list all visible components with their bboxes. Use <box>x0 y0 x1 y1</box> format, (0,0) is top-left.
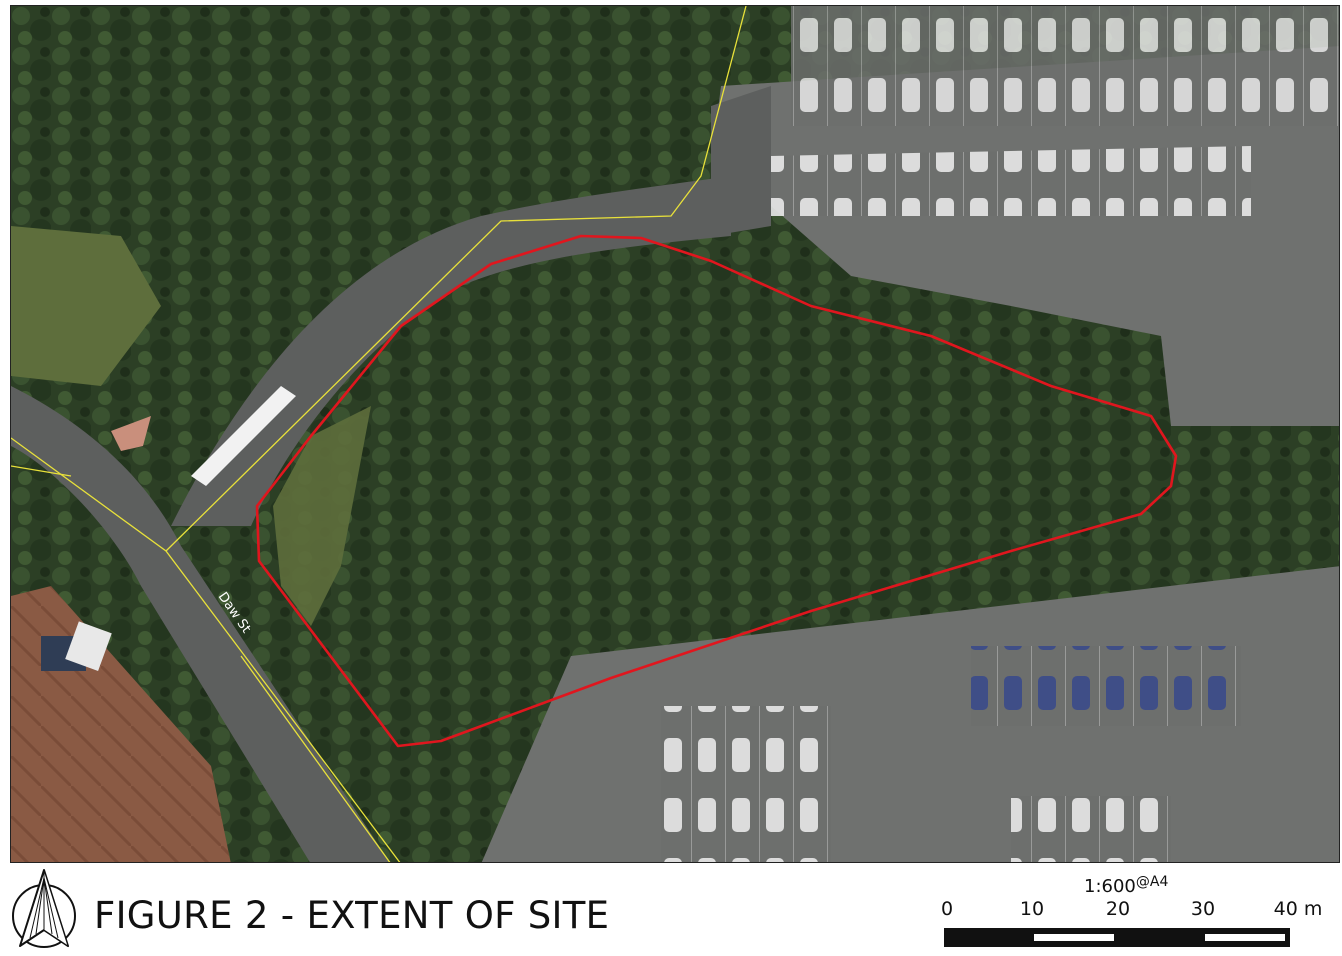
map-footer: FIGURE 2 - EXTENT OF SITE 1:600@A4 0 10 … <box>0 864 1342 956</box>
aerial-map-canvas: Daw St <box>11 6 1339 862</box>
scale-bar <box>944 928 1290 947</box>
scale-paper-size: @A4 <box>1135 874 1169 890</box>
scale-tick-0: 0 <box>940 898 954 920</box>
figure-title: FIGURE 2 - EXTENT OF SITE <box>94 894 610 937</box>
scale-tick-30: 30 <box>1190 898 1216 920</box>
scale-ratio-value: 1:600 <box>1084 876 1136 897</box>
scale-tick-10: 10 <box>1019 898 1045 920</box>
site-boundary[interactable] <box>255 234 1178 748</box>
scale-ratio: 1:600@A4 <box>1084 874 1168 897</box>
aerial-map[interactable]: Daw St <box>10 5 1340 863</box>
cadastral-lines <box>11 6 747 862</box>
scale-tick-20: 20 <box>1105 898 1131 920</box>
north-arrow-icon <box>12 869 76 948</box>
scale-tick-40: 40 m <box>1273 898 1323 920</box>
